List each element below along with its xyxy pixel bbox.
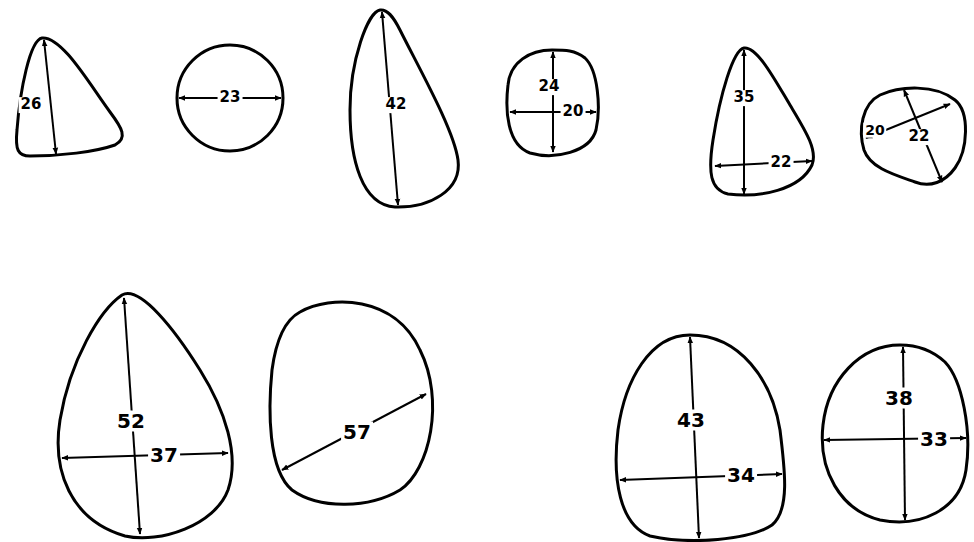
pebble-outline (861, 88, 965, 184)
dimension-arrow (44, 40, 56, 154)
dimension-arrow (903, 347, 905, 520)
pebble-outlines (16, 10, 967, 541)
dimension-number: 22 (907, 129, 932, 145)
dimension-arrows (44, 12, 966, 538)
dimension-number: 42 (384, 97, 409, 113)
pebble-outline (270, 302, 433, 504)
pebble-outline (58, 294, 232, 538)
dimension-number: 26 (19, 97, 44, 113)
dimension-arrow (552, 52, 554, 152)
dimension-number: 37 (148, 445, 180, 466)
dimension-number: 43 (675, 410, 707, 431)
dimension-number: 22 (769, 155, 794, 171)
dimension-arrow (904, 90, 942, 182)
dimension-number: 52 (115, 411, 147, 432)
dimension-arrow (282, 394, 426, 470)
pebble-outline (711, 48, 814, 195)
pebble-outline (350, 10, 458, 207)
dimension-number: 23 (218, 90, 243, 106)
pebble-outline (507, 50, 598, 155)
dimension-arrow (690, 337, 699, 538)
dimension-arrow (743, 50, 745, 194)
dimension-arrow (620, 474, 782, 480)
pebble-outline (16, 38, 122, 156)
pebble-outline (177, 45, 283, 151)
dimension-number: 20 (863, 123, 886, 138)
dimension-number: 57 (341, 422, 373, 443)
dimension-arrow (715, 161, 812, 166)
dimension-number: 20 (561, 104, 586, 120)
pebble-outline (616, 335, 785, 540)
dimension-number: 35 (732, 90, 757, 106)
dimension-arrow (62, 453, 228, 458)
dimension-number: 33 (918, 429, 950, 450)
dimension-number: 24 (537, 79, 562, 95)
pebble-outline (822, 345, 967, 522)
dimension-number: 34 (725, 465, 757, 486)
dimension-number: 38 (883, 388, 915, 409)
